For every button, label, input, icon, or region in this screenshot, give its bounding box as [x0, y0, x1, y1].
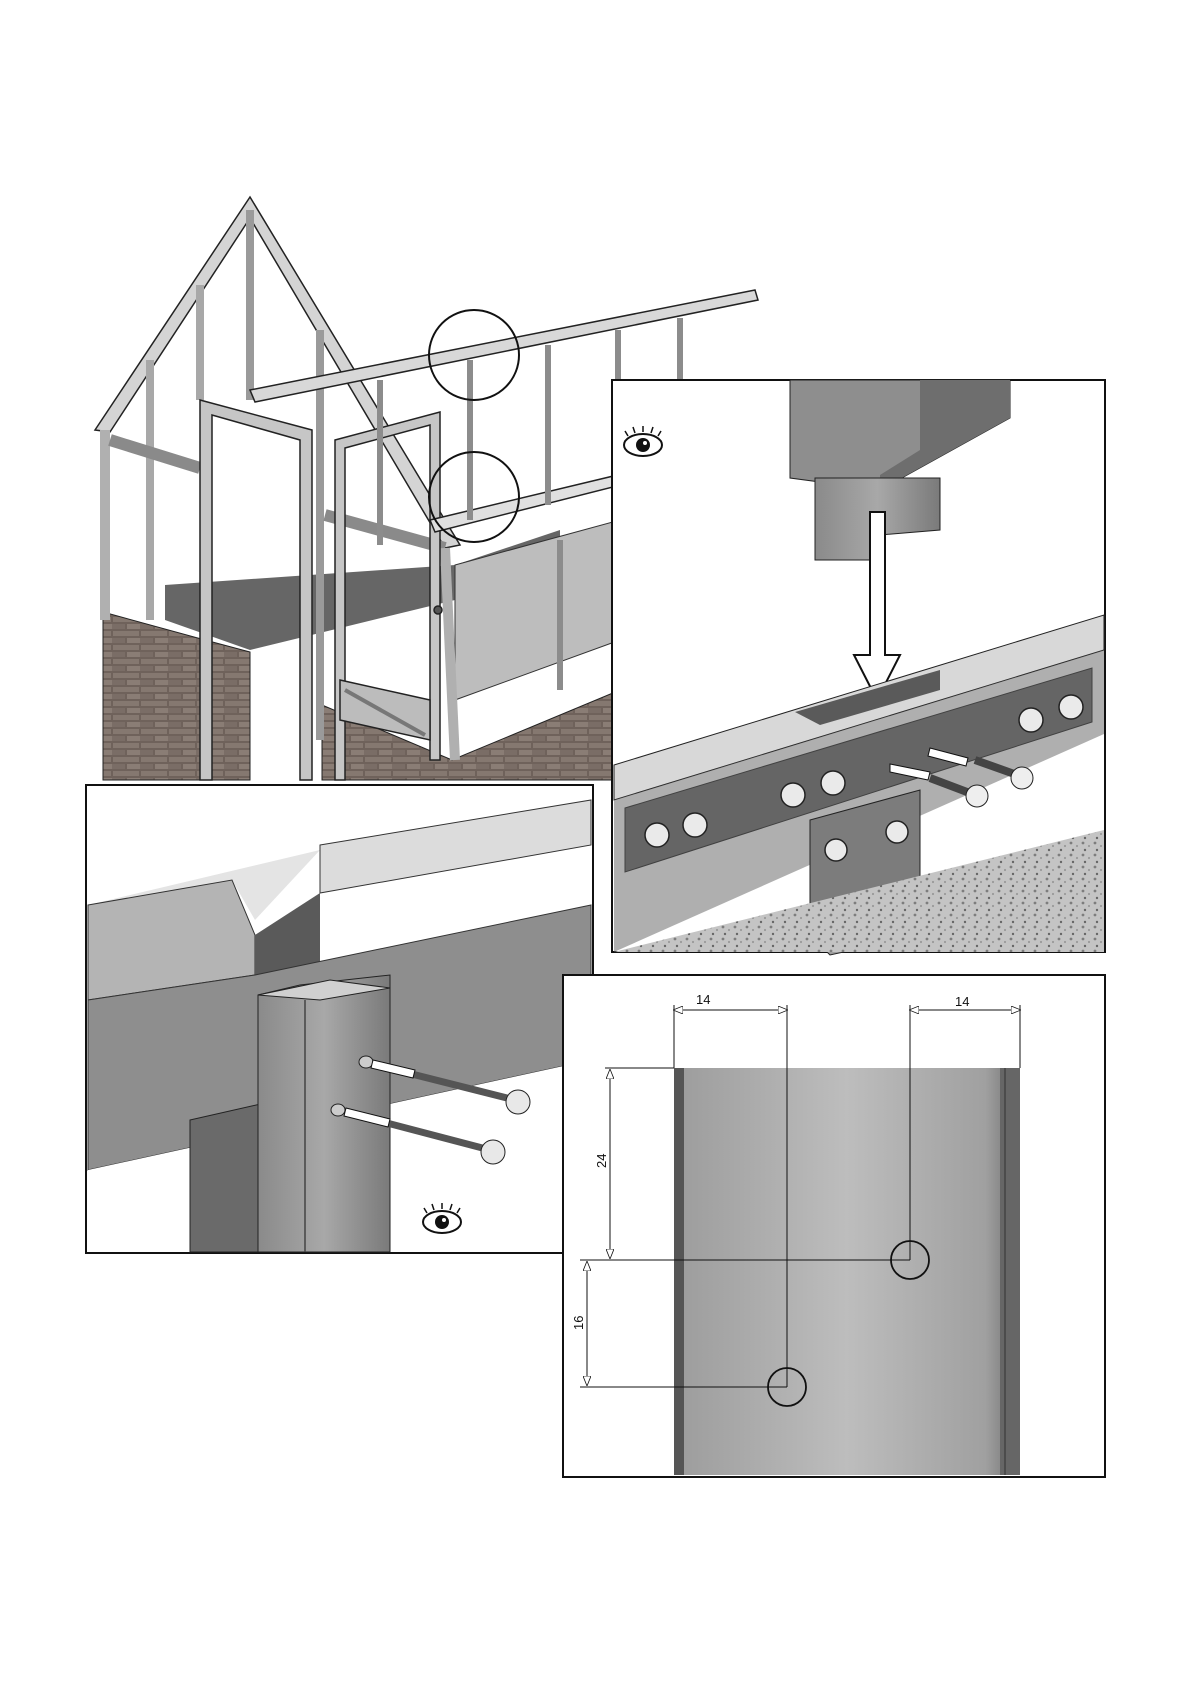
detail-top-right: [612, 380, 1105, 955]
dim-label-lower-vertical: 16: [571, 1316, 586, 1330]
dim-label-top-left: 14: [696, 992, 710, 1007]
post-face: [674, 1068, 1020, 1475]
callout-circle-icon: [429, 452, 519, 542]
dimension-drawing: 14 14 24 16: [563, 975, 1105, 1477]
detail-bottom-left: [86, 785, 593, 1253]
dim-label-upper-vertical: 24: [594, 1154, 609, 1168]
dim-label-top-right: 14: [955, 994, 969, 1009]
timber-post: [258, 975, 390, 1252]
